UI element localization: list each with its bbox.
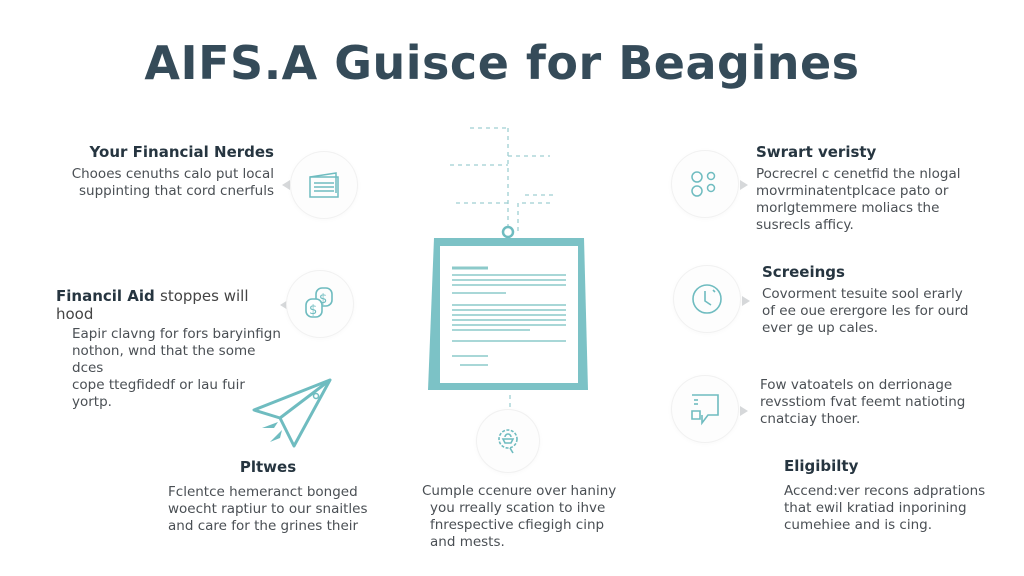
circles-icon — [691, 171, 716, 197]
section-text: Eapir clavng for fors baryinfign nothon,… — [72, 326, 281, 410]
section-text: Fow vatoatels on derrionage revsstiom fv… — [760, 377, 966, 427]
section-fow: Fow vatoatels on derrionage revsstiom fv… — [760, 377, 1000, 428]
section-heading: Your Financial Nerdes — [89, 143, 274, 161]
section-center: Cumple ccenure over haniny you rreally s… — [422, 483, 622, 551]
section-screeings: Screeings Covorment tesuite sool erarly … — [762, 263, 1002, 337]
pointer-arrow — [742, 296, 750, 306]
pointer-arrow — [740, 180, 748, 190]
dollar-coins-icon: $ $ — [305, 287, 333, 318]
section-heading: Screeings — [762, 263, 845, 281]
section-heading-rest: stoppes will hood — [56, 287, 249, 323]
section-text: Covorment tesuite sool erarly of ee oue … — [762, 286, 969, 336]
section-pltwes: Pltwes Fclentce hemeranct bonged woecht … — [168, 458, 368, 535]
icon-circle — [477, 410, 539, 472]
gear-basket-icon — [498, 429, 518, 454]
icon-circle: $ $ — [287, 271, 353, 337]
paper-plane-icon — [252, 378, 332, 448]
section-financial-aid: Financil Aid stoppes will hood Eapir cla… — [56, 287, 286, 411]
section-eligibility: Eligibilty Accend:ver recons adprations … — [784, 457, 1004, 534]
icon-circle — [672, 151, 738, 217]
section-heading: Swrart veristy — [756, 143, 877, 161]
section-heading: Pltwes — [239, 458, 297, 476]
page-title: AIFS.A Guisce for Beagines — [144, 36, 860, 90]
center-illustration — [428, 127, 588, 420]
section-heading: Eligibilty — [784, 457, 859, 475]
icon-circle — [672, 376, 738, 442]
section-text: Pocrecrel c cenetfid the nlogal movrmina… — [756, 166, 961, 233]
section-text: Accend:ver recons adprations that ewil k… — [784, 483, 986, 533]
svg-text:$: $ — [309, 303, 317, 318]
chat-bubble-icon — [691, 394, 719, 426]
pointer-arrow — [282, 180, 290, 190]
section-text: Chooes cenuths calo put local suppinting… — [71, 166, 274, 199]
pointer-arrow — [740, 406, 748, 416]
section-swrart: Swrart veristy Pocrecrel c cenetfid the … — [756, 143, 996, 234]
document-card-icon — [309, 172, 339, 198]
icon-circle — [674, 266, 740, 332]
section-heading: Financil Aid — [56, 287, 155, 305]
clock-icon — [692, 284, 722, 314]
icon-circle — [291, 152, 357, 218]
section-text: Cumple ccenure over haniny you rreally s… — [422, 483, 617, 550]
section-your-financial: Your Financial Nerdes Chooes cenuths cal… — [60, 143, 274, 200]
svg-text:$: $ — [319, 292, 327, 307]
pointer-arrow — [280, 300, 288, 310]
section-text: Fclentce hemeranct bonged woecht raptiur… — [168, 484, 368, 534]
